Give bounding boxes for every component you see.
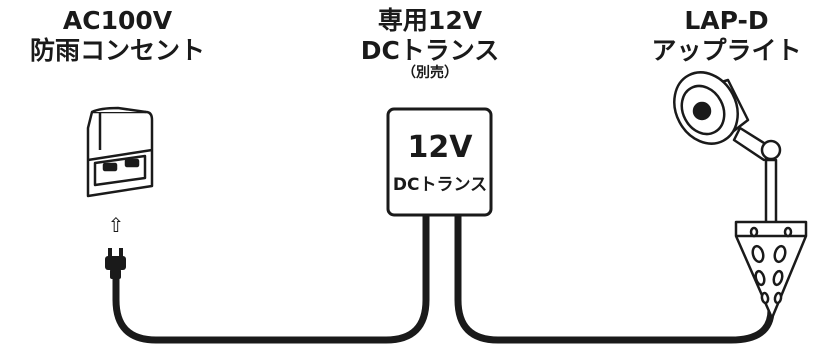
- outlet-label: AC100V 防雨コンセント: [10, 6, 225, 65]
- transformer-note: （別売）: [402, 65, 458, 81]
- dc-cable: [454, 211, 775, 344]
- transformer-box: [386, 107, 493, 217]
- arrow-up-icon: ⇧: [108, 213, 125, 237]
- uplight-icon: [673, 71, 808, 320]
- transformer-label-line2: DCトランス: [360, 35, 500, 65]
- outlet-label-line1: AC100V: [62, 6, 173, 35]
- outlet-icon: [86, 106, 154, 198]
- uplight-label-line1: LAP-D: [684, 6, 769, 35]
- uplight-label-line2: アップライト: [651, 35, 802, 65]
- plug-icon: [105, 248, 126, 279]
- ac-cable: [112, 211, 430, 344]
- box-label-voltage: 12V: [408, 130, 474, 165]
- transformer-label-line1: 専用12V: [377, 6, 483, 35]
- outlet-label-line2: 防雨コンセント: [29, 35, 205, 65]
- transformer-label: 専用12V DCトランス （別売）: [330, 6, 530, 82]
- uplight-label: LAP-D アップライト: [640, 6, 813, 65]
- box-label-type: DCトランス: [393, 175, 487, 195]
